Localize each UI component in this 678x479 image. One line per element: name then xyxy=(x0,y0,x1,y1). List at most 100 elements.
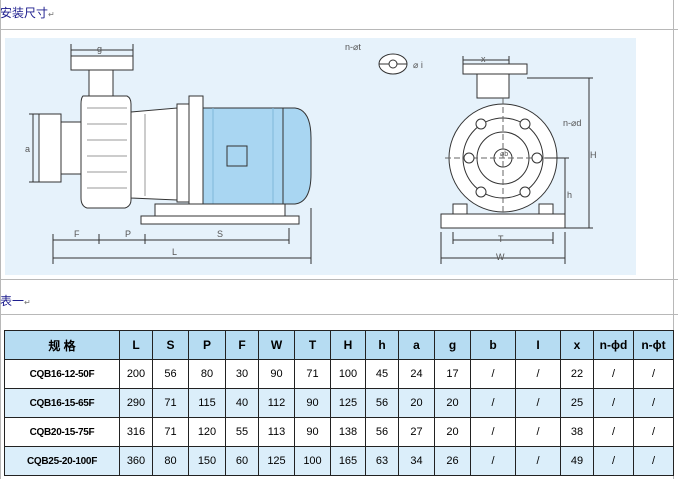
dim-label-W: W xyxy=(496,252,505,262)
table-cell: 49 xyxy=(560,446,594,476)
model-cell: CQB16-15-65F xyxy=(4,388,120,418)
table-cell: 56 xyxy=(152,359,189,389)
table-cell: 24 xyxy=(398,359,435,389)
table-cell: 63 xyxy=(365,446,399,476)
table-cell: 34 xyxy=(398,446,435,476)
table-cell: 30 xyxy=(225,359,259,389)
dim-label-g: g xyxy=(97,44,103,54)
table-cell: 27 xyxy=(398,417,435,447)
table-cell: 115 xyxy=(188,388,226,418)
table-cell: 150 xyxy=(188,446,226,476)
table-row: CQB16-15-65F 290 71 115 40 112 90 125 56… xyxy=(4,388,674,418)
model-cell: CQB20-15-75F xyxy=(4,417,120,447)
divider xyxy=(0,279,678,280)
dim-label-a: a xyxy=(25,144,31,154)
table-cell: 56 xyxy=(365,388,399,418)
table-cell: 38 xyxy=(560,417,594,447)
table-cell: 20 xyxy=(434,417,471,447)
dim-label-S: S xyxy=(217,229,224,239)
pump-spec-table: 规 格 L S P F W T H h a g b I x n-ϕd n-ϕt … xyxy=(4,330,674,476)
table-row: CQB16-12-50F 200 56 80 30 90 71 100 45 2… xyxy=(4,359,674,389)
table-cell: 200 xyxy=(119,359,153,389)
install-dimensions-heading: 安装尺寸↵ xyxy=(0,6,55,20)
table-cell: 55 xyxy=(225,417,259,447)
dim-label-n-phi-d: n-⌀d xyxy=(563,118,582,128)
table-row: CQB25-20-100F 360 80 150 60 125 100 165 … xyxy=(4,446,674,476)
table-header-row: 规 格 L S P F W T H h a g b I x n-ϕd n-ϕt xyxy=(4,330,674,360)
table-cell: 113 xyxy=(258,417,295,447)
table-cell: / xyxy=(470,417,516,447)
dim-label-phi-i: ⌀ i xyxy=(413,60,423,70)
table-one-heading: 表一↵ xyxy=(0,294,31,308)
dim-label-P: P xyxy=(125,229,132,239)
table-cell: / xyxy=(515,446,561,476)
table-cell: 25 xyxy=(560,388,594,418)
header-cell: h xyxy=(365,330,399,360)
table-cell: 125 xyxy=(330,388,366,418)
header-cell: a xyxy=(398,330,435,360)
table-cell: 100 xyxy=(330,359,366,389)
dim-label-T: T xyxy=(498,234,504,244)
table-cell: 120 xyxy=(188,417,226,447)
table-cell: 316 xyxy=(119,417,153,447)
table-row: CQB20-15-75F 316 71 120 55 113 90 138 56… xyxy=(4,417,674,447)
table-cell: 360 xyxy=(119,446,153,476)
pump-dimension-drawing xyxy=(5,38,636,275)
table-cell: 90 xyxy=(258,359,295,389)
table-cell: 60 xyxy=(225,446,259,476)
table-cell: 112 xyxy=(258,388,295,418)
table-cell: 90 xyxy=(294,388,331,418)
dim-label-L: L xyxy=(172,247,178,257)
table-cell: / xyxy=(633,417,674,447)
header-cell: I xyxy=(515,330,561,360)
table-cell: 20 xyxy=(398,388,435,418)
header-cell: 规 格 xyxy=(4,330,120,360)
dim-label-n-phi-t: n-⌀t xyxy=(345,42,361,52)
header-cell: n-ϕd xyxy=(593,330,634,360)
table-cell: 165 xyxy=(330,446,366,476)
table-cell: 80 xyxy=(188,359,226,389)
table-cell: 71 xyxy=(294,359,331,389)
table-cell: 40 xyxy=(225,388,259,418)
header-cell: g xyxy=(434,330,471,360)
header-cell: n-ϕt xyxy=(633,330,674,360)
table-cell: 138 xyxy=(330,417,366,447)
header-cell: P xyxy=(188,330,226,360)
table-cell: / xyxy=(593,417,634,447)
table-cell: / xyxy=(470,388,516,418)
header-cell: H xyxy=(330,330,366,360)
divider xyxy=(673,0,674,479)
header-cell: T xyxy=(294,330,331,360)
table-cell: / xyxy=(470,446,516,476)
table-cell: 26 xyxy=(434,446,471,476)
table-cell: 17 xyxy=(434,359,471,389)
header-cell: L xyxy=(119,330,153,360)
table-cell: / xyxy=(593,359,634,389)
header-cell: W xyxy=(258,330,295,360)
dim-label-H: H xyxy=(590,150,597,160)
table-cell: 20 xyxy=(434,388,471,418)
model-cell: CQB25-20-100F xyxy=(4,446,120,476)
table-cell: 100 xyxy=(294,446,331,476)
header-cell: x xyxy=(560,330,594,360)
table-cell: / xyxy=(515,388,561,418)
table-cell: 90 xyxy=(294,417,331,447)
header-cell: b xyxy=(470,330,516,360)
table-cell: / xyxy=(515,417,561,447)
table-cell: 71 xyxy=(152,388,189,418)
header-cell: S xyxy=(152,330,189,360)
table-cell: / xyxy=(633,359,674,389)
table-cell: 56 xyxy=(365,417,399,447)
header-cell: F xyxy=(225,330,259,360)
table-cell: / xyxy=(593,446,634,476)
table-cell: 290 xyxy=(119,388,153,418)
dim-label-phi-b: ⌀b xyxy=(500,151,509,158)
table-cell: 22 xyxy=(560,359,594,389)
dim-label-F: F xyxy=(74,229,80,239)
table-cell: 45 xyxy=(365,359,399,389)
divider xyxy=(0,29,678,30)
divider xyxy=(0,314,678,315)
table-cell: / xyxy=(593,388,634,418)
dim-label-x: x xyxy=(481,54,486,64)
table-cell: 125 xyxy=(258,446,295,476)
